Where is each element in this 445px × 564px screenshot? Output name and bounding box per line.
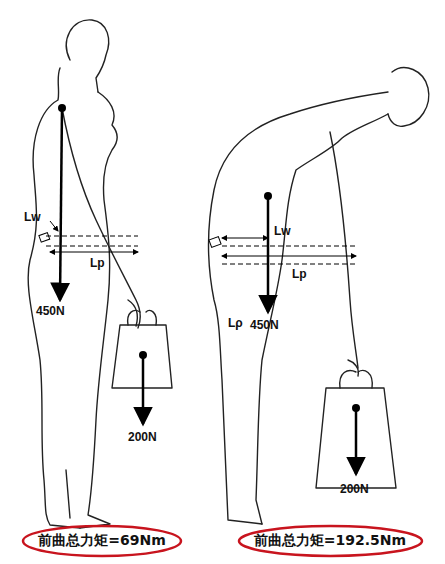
moment-text: 前曲总力矩=192.5Nm [254, 532, 406, 550]
lever-arm-label: Lw [274, 224, 291, 238]
force-label: 200N [340, 482, 369, 496]
force-label: 450N [36, 304, 65, 318]
lever-arm-label: Lp [90, 256, 105, 270]
moment-text: 前曲总力矩=69Nm [38, 532, 166, 550]
force-label: 200N [128, 430, 157, 444]
lever-arm-label: Lρ [228, 316, 243, 330]
total-moment-oval: 前曲总力矩=69Nm [21, 524, 183, 558]
lever-arm-label: Lw [24, 210, 41, 224]
lever-arm-label: Lp [292, 267, 307, 281]
total-moment-oval: 前曲总力矩=192.5Nm [237, 524, 424, 558]
force-label: 450N [250, 318, 279, 332]
